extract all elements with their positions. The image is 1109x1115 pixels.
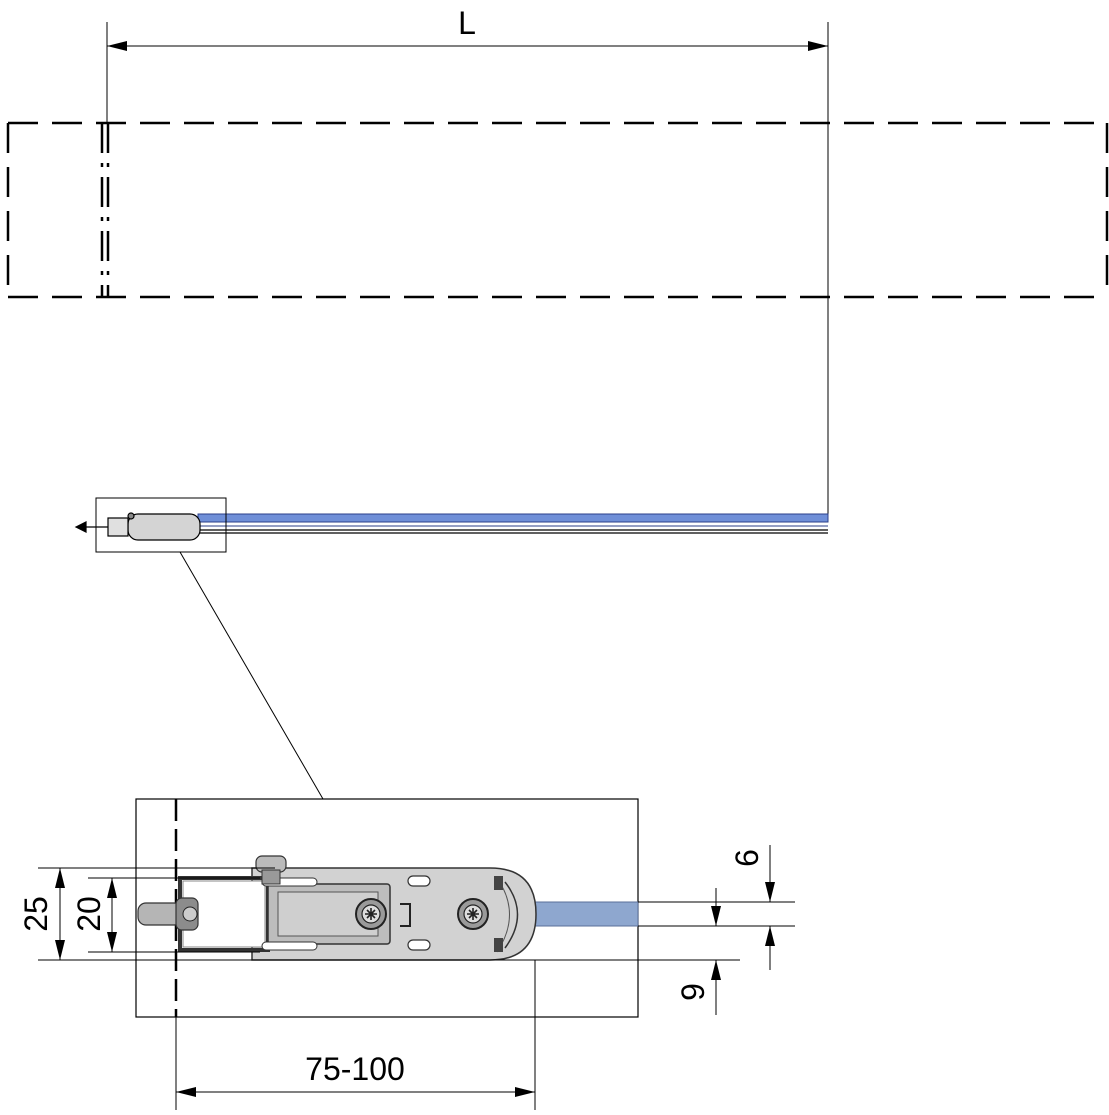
phillips-screw-icon bbox=[355, 898, 387, 930]
bracket-small bbox=[74, 512, 201, 541]
detail-rail bbox=[534, 901, 639, 927]
height-label-20: 20 bbox=[71, 896, 107, 932]
gap-dimension-lines bbox=[638, 845, 795, 1015]
height-label-25: 25 bbox=[18, 896, 54, 932]
length-dimension bbox=[106, 22, 829, 515]
height-dimension-20 bbox=[88, 877, 260, 953]
gap-label-9: 9 bbox=[675, 983, 711, 1001]
height-dimension-25 bbox=[38, 867, 740, 961]
gap-label-6: 6 bbox=[729, 849, 765, 867]
width-label: 75-100 bbox=[305, 1051, 405, 1087]
bracket-detail bbox=[137, 855, 537, 961]
rail-top-view bbox=[197, 513, 829, 534]
detail-callout-box bbox=[95, 497, 227, 553]
front-panel-lines bbox=[100, 123, 110, 297]
length-label: L bbox=[458, 5, 476, 41]
detail-leader-line bbox=[179, 551, 324, 800]
phillips-screw-icon bbox=[457, 898, 489, 930]
cabinet-outline bbox=[6, 121, 1109, 299]
bracket-arc-groove bbox=[504, 881, 519, 949]
width-dimension bbox=[175, 960, 536, 1110]
